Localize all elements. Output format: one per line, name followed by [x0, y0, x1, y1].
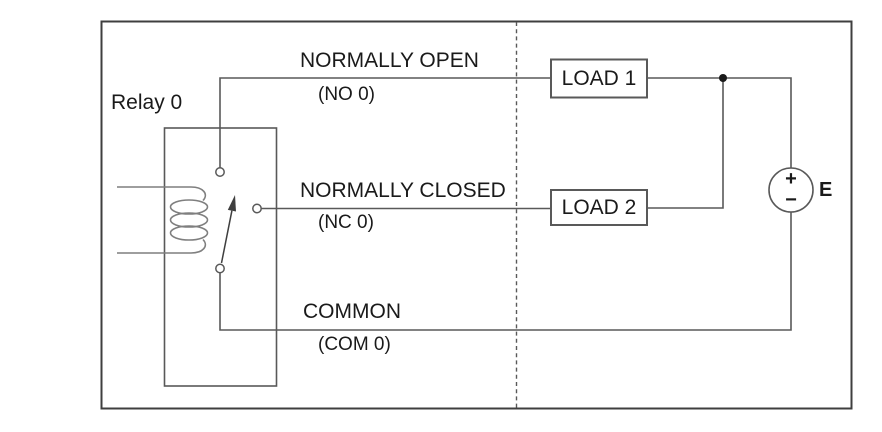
coil-loop-2 [169, 212, 209, 228]
armature-arrowhead-icon [227, 195, 236, 212]
com-pin-label: (COM 0) [318, 334, 391, 355]
coil-bottom-lead [117, 238, 207, 254]
voltage-source-icon [768, 167, 814, 213]
wire-load1-to-source [647, 77, 792, 168]
source-plus-sign: + [785, 168, 797, 190]
load1-label: LOAD 1 [561, 67, 637, 90]
normally-closed-label: NORMALLY CLOSED [300, 179, 506, 202]
coil-loop-3 [169, 225, 209, 241]
source-e-label: E [819, 179, 833, 201]
wire-load2-to-junction [647, 78, 724, 209]
junction-dot [719, 74, 727, 82]
terminal-com-contact [215, 263, 225, 274]
nc-pin-label: (NC 0) [318, 212, 374, 233]
relay-coil-icon [117, 186, 209, 254]
coil-top-lead [117, 186, 207, 202]
terminal-nc-contact [252, 203, 262, 214]
outer-border [100, 20, 853, 410]
relay-label: Relay 0 [111, 91, 183, 114]
armature-line [220, 210, 233, 264]
load2-label: LOAD 2 [561, 196, 637, 219]
wire-no-to-load1 [219, 77, 551, 168]
no-pin-label: (NO 0) [318, 84, 375, 105]
wire-common-to-source [219, 212, 792, 331]
source-minus-sign: − [785, 189, 797, 211]
normally-open-label: NORMALLY OPEN [300, 49, 479, 72]
common-label: COMMON [303, 300, 401, 323]
load1-box [550, 58, 648, 99]
load2-box [550, 189, 648, 226]
coil-loop-1 [169, 199, 209, 215]
terminal-no-contact [215, 167, 225, 177]
wires [219, 77, 792, 331]
